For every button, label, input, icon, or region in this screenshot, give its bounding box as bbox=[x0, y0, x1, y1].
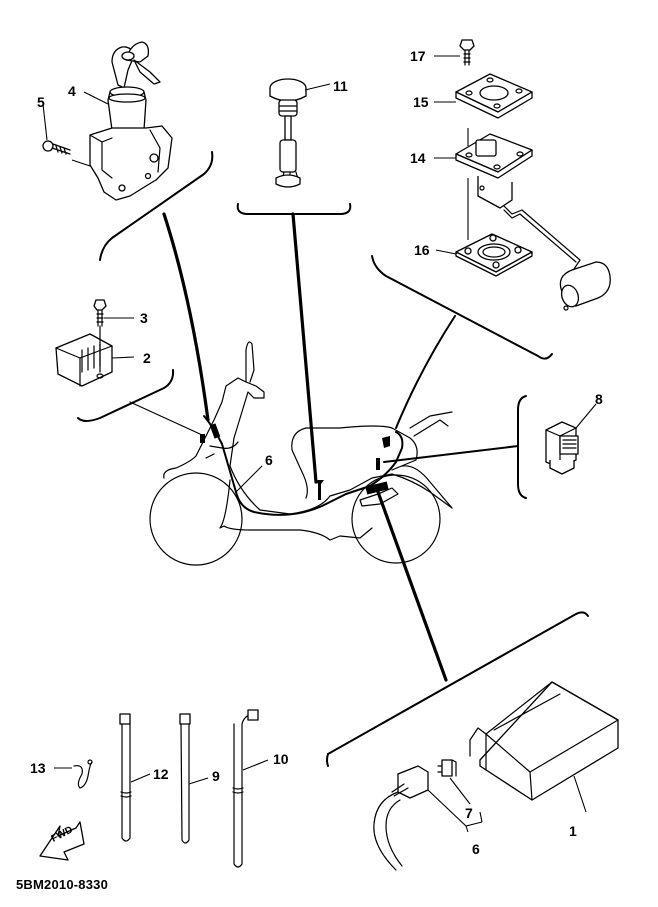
label-4: 4 bbox=[68, 83, 76, 99]
label-3: 3 bbox=[140, 310, 148, 326]
control-unit-leader bbox=[376, 490, 448, 682]
label-11: 11 bbox=[333, 78, 348, 94]
cable-tie-9-part bbox=[179, 713, 209, 844]
drawing-code: 5BM2010-8330 bbox=[16, 877, 109, 892]
label-14: 14 bbox=[410, 150, 426, 166]
plug-bracket bbox=[236, 203, 352, 215]
label-10: 10 bbox=[273, 751, 289, 767]
main-switch-part bbox=[42, 41, 173, 201]
label-9: 9 bbox=[212, 768, 220, 784]
main-switch-bracket bbox=[99, 151, 214, 261]
label-2: 2 bbox=[143, 350, 151, 366]
cable-tie-12-part bbox=[119, 713, 151, 842]
label-13: 13 bbox=[30, 760, 46, 776]
label-17: 17 bbox=[410, 48, 426, 64]
main-switch-leader bbox=[162, 212, 210, 422]
plug-part bbox=[269, 78, 331, 188]
control-unit-bracket bbox=[327, 611, 589, 755]
connector-bracket bbox=[517, 395, 527, 499]
label-16: 16 bbox=[414, 242, 430, 258]
connector-block-part bbox=[545, 403, 597, 475]
scooter-outline bbox=[149, 341, 453, 566]
fuel-sender-bracket bbox=[371, 255, 553, 360]
harness-end-part bbox=[373, 765, 483, 871]
label-6-end: 6 bbox=[472, 841, 480, 857]
label-1: 1 bbox=[569, 823, 577, 839]
fuel-sender-part bbox=[434, 39, 611, 311]
label-15: 15 bbox=[413, 94, 429, 110]
connector-leader bbox=[383, 445, 519, 463]
label-5: 5 bbox=[37, 94, 45, 110]
bracket-end bbox=[326, 753, 329, 767]
fuel-sender-leader bbox=[395, 315, 456, 429]
rectifier-part bbox=[55, 299, 135, 387]
forward-direction-arrow bbox=[39, 821, 85, 861]
plug-leader bbox=[291, 212, 318, 484]
label-6-harness: 6 bbox=[265, 452, 273, 468]
wire-clip-part bbox=[54, 759, 93, 789]
label-8: 8 bbox=[595, 391, 603, 407]
rectifier-leader bbox=[129, 401, 201, 435]
label-7: 7 bbox=[465, 805, 473, 821]
coupler-part bbox=[437, 759, 471, 805]
control-unit-part bbox=[469, 681, 619, 813]
wire-harness-drawing bbox=[200, 415, 404, 516]
label-12: 12 bbox=[153, 766, 169, 782]
cable-tie-10-part bbox=[232, 709, 269, 868]
